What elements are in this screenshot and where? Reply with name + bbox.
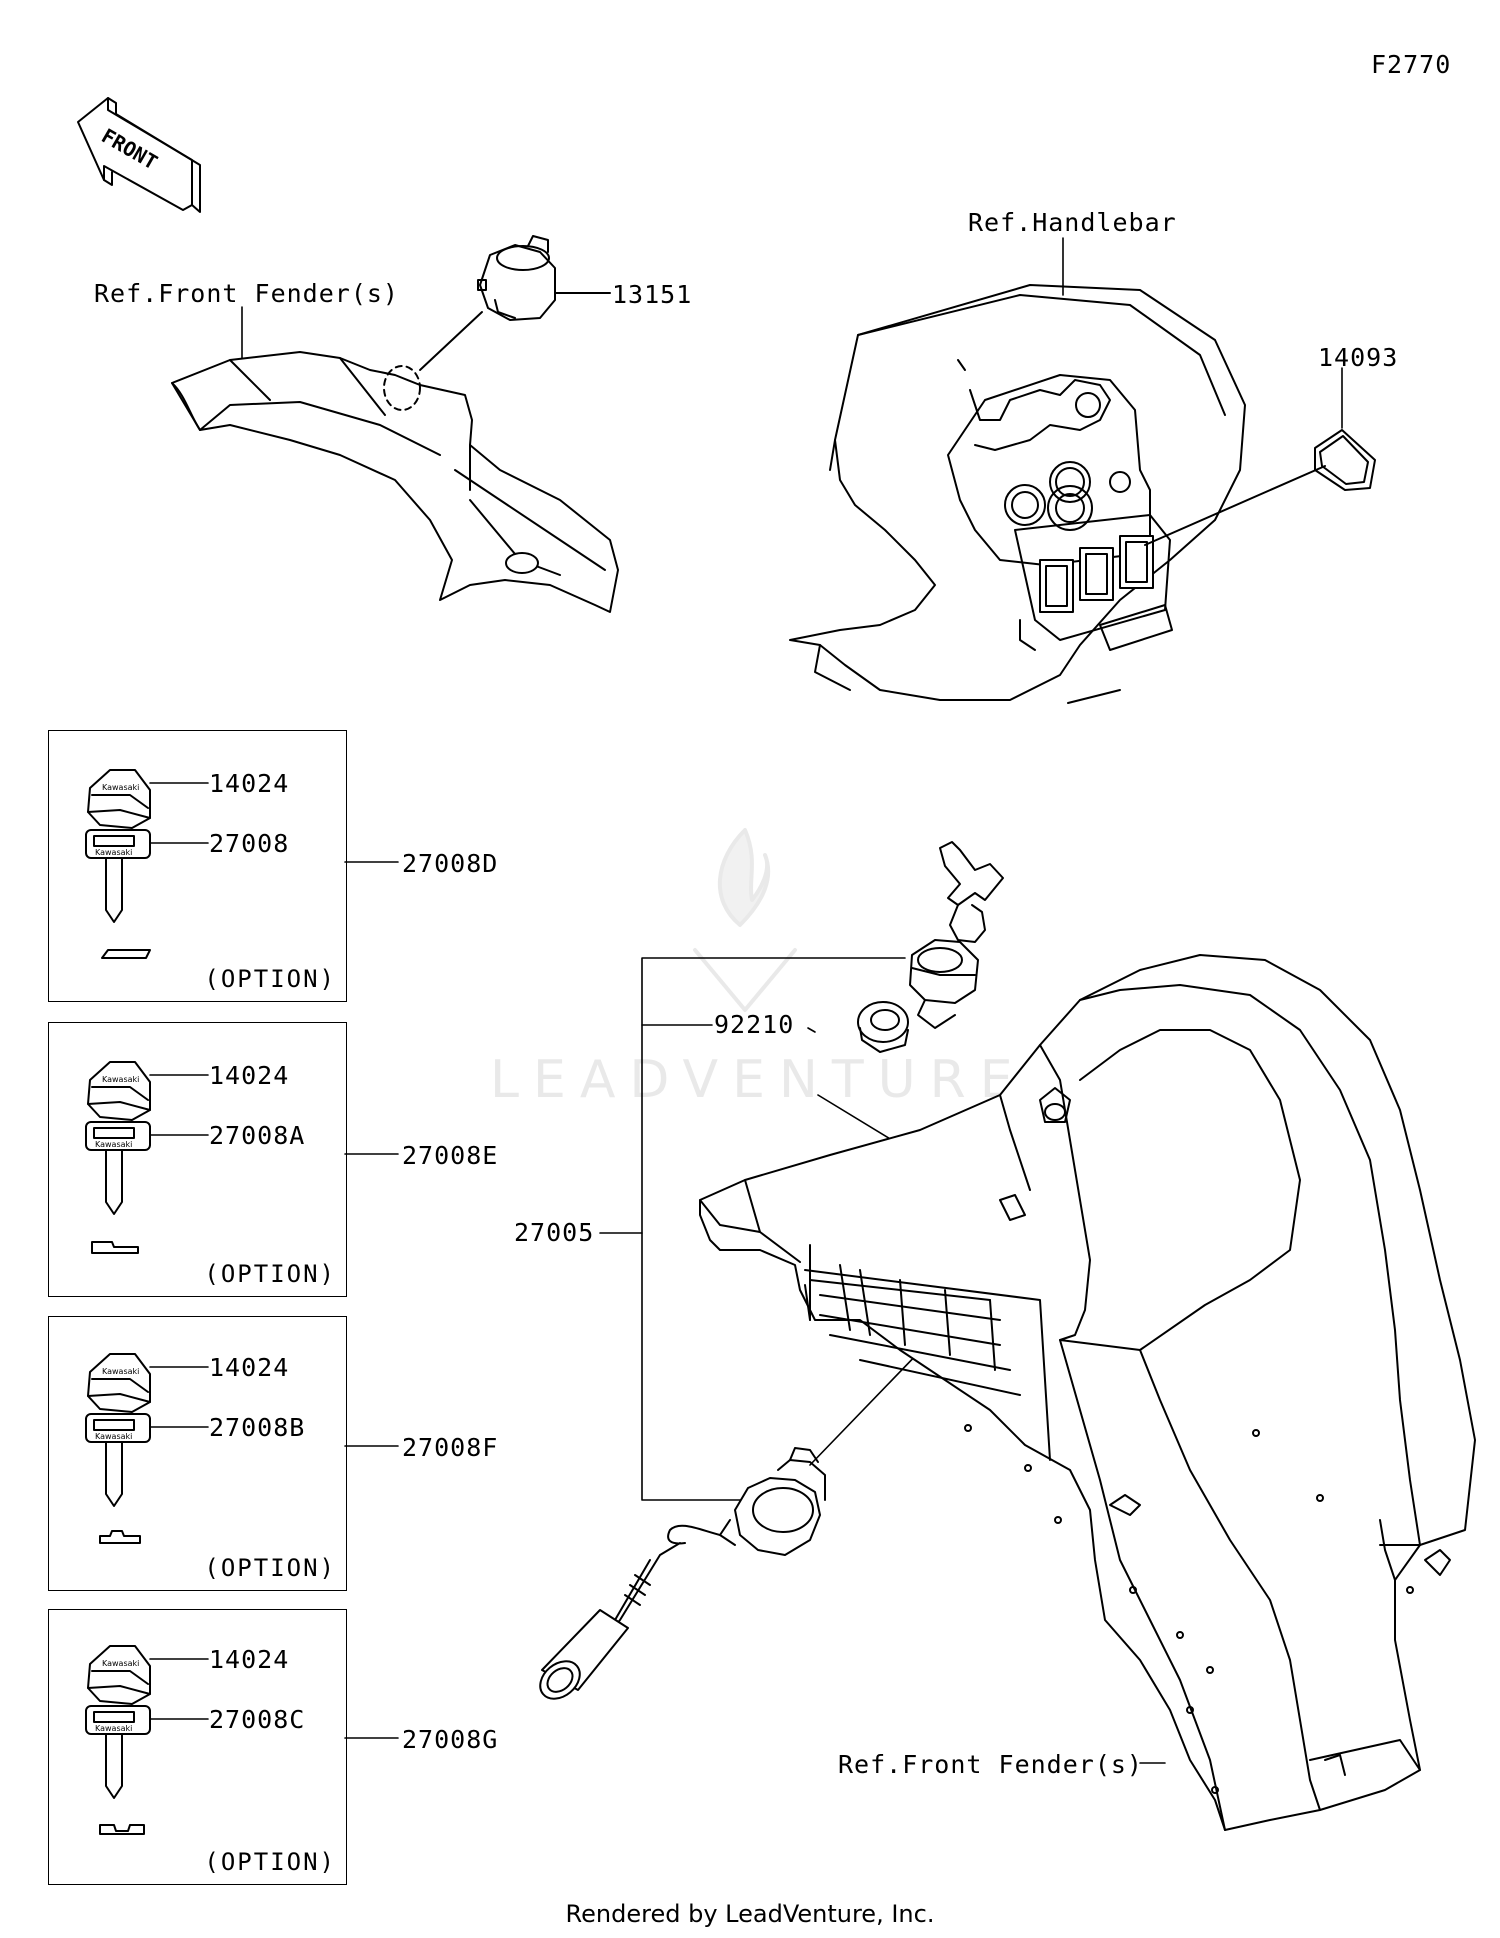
svg-text:Kawasaki: Kawasaki	[95, 1140, 132, 1149]
key-cap-label: 14024	[209, 769, 290, 798]
svg-text:Kawasaki: Kawasaki	[95, 1432, 132, 1441]
key-label: 27008B	[209, 1413, 306, 1442]
watermark-logo	[693, 828, 797, 1012]
key-set-2-icons: Kawasaki Kawasaki	[85, 1061, 151, 1254]
front-fender-top-drawing	[171, 311, 619, 613]
key-set-number: 27008D	[402, 849, 499, 878]
option-label: (OPTION)	[204, 1848, 336, 1876]
ref-handlebar-label: Ref.Handlebar	[968, 208, 1177, 237]
svg-text:Kawasaki: Kawasaki	[102, 1367, 139, 1376]
ref-leaders	[241, 237, 1343, 1764]
svg-text:Kawasaki: Kawasaki	[102, 1659, 139, 1668]
key-set-4-icons: Kawasaki Kawasaki	[85, 1645, 151, 1835]
key-set-number: 27008F	[402, 1433, 499, 1462]
key-set-3-icons: Kawasaki Kawasaki	[85, 1353, 151, 1544]
part-14093-label: 14093	[1318, 343, 1399, 372]
ignition-key-drawing	[909, 841, 1004, 1029]
option-label: (OPTION)	[204, 1260, 336, 1288]
footer-credit: Rendered by LeadVenture, Inc.	[565, 1900, 935, 1928]
key-label: 27008C	[209, 1705, 306, 1734]
option-label: (OPTION)	[204, 965, 336, 993]
front-arrow-icon	[77, 97, 201, 213]
ignition-switch-27005-drawing	[539, 1447, 826, 1700]
front-fender-bottom-drawing	[699, 954, 1476, 1831]
figure-code: F2770	[1371, 50, 1452, 79]
part-13151-label: 13151	[612, 280, 693, 309]
key-set-box-2: (OPTION)	[48, 1022, 347, 1297]
handlebar-cover-drawing	[789, 284, 1246, 704]
ref-front-fender-bottom-label: Ref.Front Fender(s)	[838, 1750, 1143, 1779]
watermark-text: LEADVENTURE	[490, 1050, 1027, 1110]
switch-panel-14093-drawing	[1144, 429, 1376, 546]
socket-13151-drawing	[477, 235, 611, 321]
svg-text:Kawasaki: Kawasaki	[102, 783, 139, 792]
key-cap-label: 14024	[209, 1061, 290, 1090]
key-set-box-3: (OPTION)	[48, 1316, 347, 1591]
key-cap-label: 14024	[209, 1353, 290, 1382]
svg-text:Kawasaki: Kawasaki	[95, 848, 132, 857]
key-box-leaders	[149, 782, 399, 1739]
option-label: (OPTION)	[204, 1554, 336, 1582]
svg-text:Kawasaki: Kawasaki	[102, 1075, 139, 1084]
key-cap-label: 14024	[209, 1645, 290, 1674]
key-set-number: 27008E	[402, 1141, 499, 1170]
key-box-drawings: Kawasaki Kawasaki Kawasaki Kawasaki	[85, 769, 151, 1835]
key-set-box-4: (OPTION)	[48, 1609, 347, 1885]
part-27005-label: 27005	[514, 1218, 595, 1247]
key-set-1-icons: Kawasaki Kawasaki	[85, 769, 151, 959]
key-set-box-1: (OPTION)	[48, 730, 347, 1002]
ref-front-fender-top-label: Ref.Front Fender(s)	[94, 279, 399, 308]
nut-92210-drawing	[857, 1001, 909, 1053]
part-92210-label: 92210	[714, 1010, 795, 1039]
key-label: 27008	[209, 829, 290, 858]
svg-text:Kawasaki: Kawasaki	[95, 1724, 132, 1733]
key-set-number: 27008G	[402, 1725, 499, 1754]
key-label: 27008A	[209, 1121, 306, 1150]
